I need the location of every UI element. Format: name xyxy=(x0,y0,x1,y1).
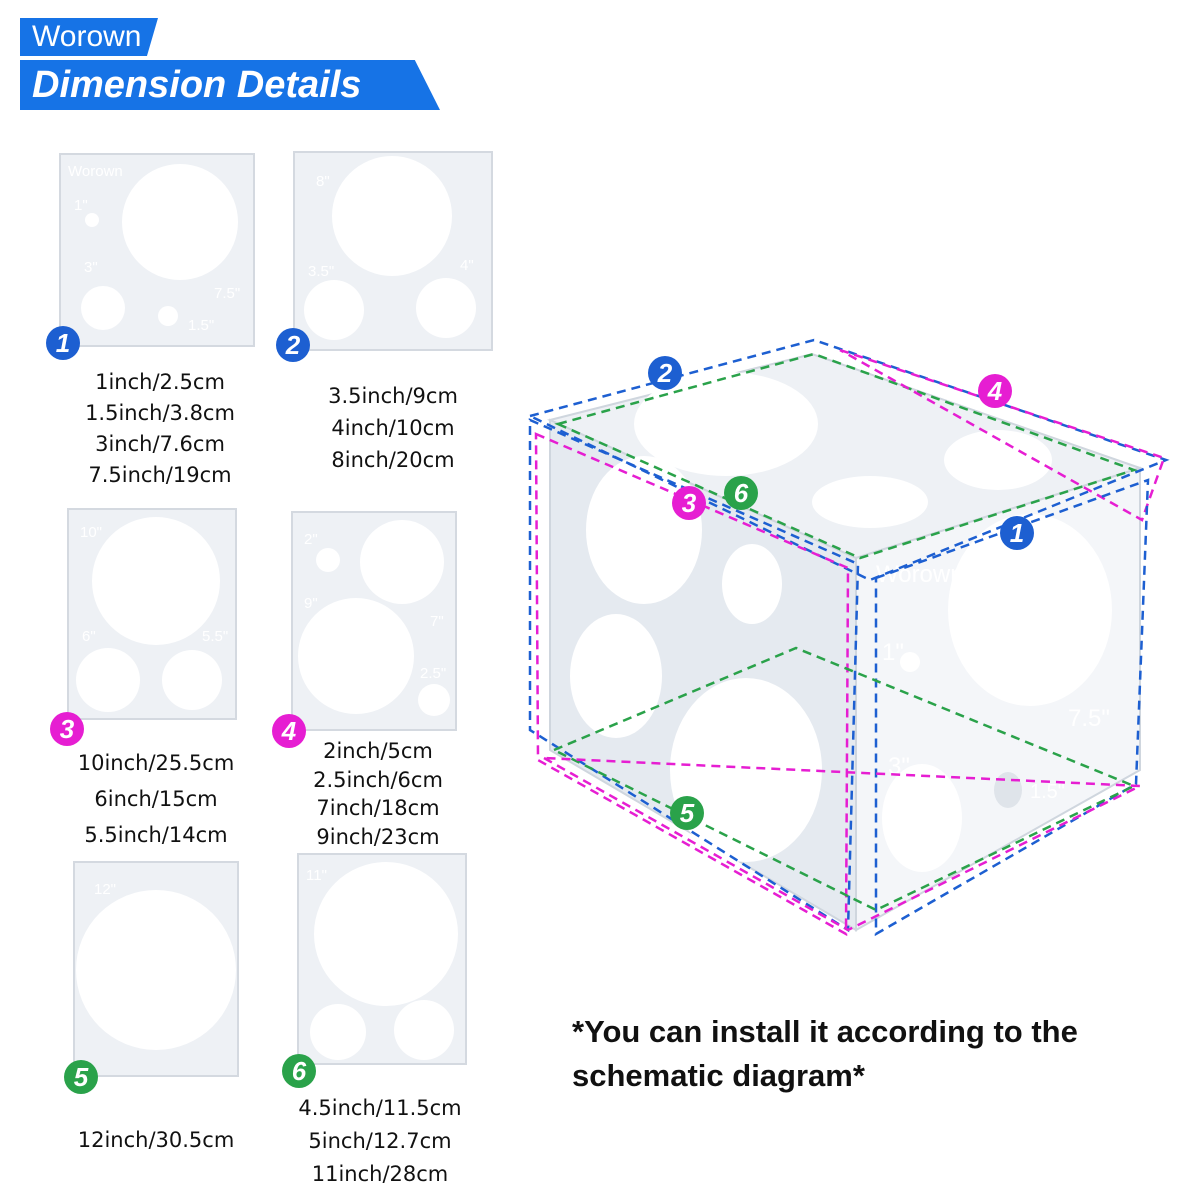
cube-badge-2: 2 xyxy=(648,356,682,390)
dimension-text: 3inch/7.6cm xyxy=(95,432,225,456)
hole-label: 2" xyxy=(304,531,318,548)
dimension-text: 2.5inch/6cm xyxy=(313,767,443,792)
hole-label: 7" xyxy=(430,613,444,630)
dimension-text: 8inch/20cm xyxy=(331,448,455,472)
cube-badge-6: 6 xyxy=(724,476,758,510)
dimension-text: 7inch/18cm xyxy=(316,796,440,820)
panel-dimensions-4: 2inch/5cm 2.5inch/6cm 7inch/18cm 9inch/2… xyxy=(278,737,478,851)
cube-badge-3: 3 xyxy=(672,486,706,520)
panel-dimensions-2: 3.5inch/9cm 4inch/10cm 8inch/20cm xyxy=(290,380,496,476)
panel-1-outline xyxy=(874,478,1150,937)
panel-number-badge-5: 5 xyxy=(64,1060,98,1094)
hole-label: 1.5" xyxy=(188,317,214,334)
page-title: Dimension Details xyxy=(20,60,440,110)
cube-badge-4: 4 xyxy=(978,374,1012,408)
panel-dimensions-1: 1inch/2.5cm 1.5inch/3.8cm 3inch/7.6cm 7.… xyxy=(60,367,260,491)
face-label: 8" xyxy=(766,400,786,425)
dimension-text: 4inch/10cm xyxy=(331,416,455,440)
dimension-text: 6inch/15cm xyxy=(94,787,218,811)
hole-label: 4" xyxy=(460,257,474,274)
panel-number-badge-3: 3 xyxy=(50,712,84,746)
template-panel-3: 10" 6" 5.5" xyxy=(64,505,240,723)
dimension-text: 12inch/30.5cm xyxy=(77,1128,235,1152)
panel-bottom-magenta-outline xyxy=(543,756,1141,932)
brand-tag: Worown xyxy=(20,18,158,56)
hole-label: 1" xyxy=(74,197,88,214)
dimension-text: 11inch/28cm xyxy=(311,1162,449,1186)
cube-badge-5: 5 xyxy=(670,796,704,830)
template-panel-2: 8" 3.5" 4" xyxy=(290,148,496,354)
panel-dimensions-6: 4.5inch/11.5cm 5inch/12.7cm 11inch/28cm xyxy=(270,1092,490,1191)
dimension-text: 7.5inch/19cm xyxy=(88,463,232,487)
brand-mark: Worown xyxy=(68,163,123,180)
dimension-text: 5inch/12.7cm xyxy=(308,1129,452,1153)
panel-2-outline xyxy=(526,338,1170,582)
hole-label: 3.5" xyxy=(308,263,334,280)
hole-label: 5.5" xyxy=(202,628,228,645)
dimension-text: 1inch/2.5cm xyxy=(95,370,225,394)
face-label: 1.5" xyxy=(1030,781,1065,803)
template-panel-1: Worown 1" 3" 7.5" 1.5" xyxy=(56,150,258,350)
hole-label: 12" xyxy=(94,881,116,898)
installation-note: *You can install it according to the sch… xyxy=(572,1014,1078,1093)
cube-badge-1: 1 xyxy=(1000,516,1034,550)
template-panel-6: 11" xyxy=(294,850,470,1068)
panel-number-badge-6: 6 xyxy=(282,1054,316,1088)
hole-label: 2.5" xyxy=(420,665,446,682)
hole-label: 7.5" xyxy=(214,285,240,302)
template-panel-5: 12" xyxy=(70,858,242,1080)
face-label: 7.5" xyxy=(1068,705,1110,732)
dimension-text: 4.5inch/11.5cm xyxy=(298,1096,462,1120)
hole-label: 3" xyxy=(84,259,98,276)
dimension-text: 10inch/25.5cm xyxy=(77,751,235,775)
assembled-cube-diagram: Worown 1" 3" 7.5" 1.5" 8" xyxy=(520,330,1180,950)
hole-label: 9" xyxy=(304,595,318,612)
dimension-text: 9inch/23cm xyxy=(316,824,440,849)
hole-label: 11" xyxy=(306,867,327,884)
panel-dimensions-5: 12inch/30.5cm xyxy=(56,1124,256,1156)
hole-label: 8" xyxy=(316,173,330,190)
hole-label: 6" xyxy=(82,628,96,645)
dimension-text: 2inch/5cm xyxy=(323,739,433,763)
panel-number-badge-4: 4 xyxy=(272,714,306,748)
panel-number-badge-2: 2 xyxy=(276,328,310,362)
dimension-text: 3.5inch/9cm xyxy=(328,384,458,408)
panel-dimensions-3: 10inch/25.5cm 6inch/15cm 5.5inch/14cm xyxy=(56,745,256,853)
brand-mark: Worown xyxy=(876,561,964,588)
panel-6-outline xyxy=(554,352,1138,560)
template-panel-4: 2" 9" 7" 2.5" xyxy=(288,508,460,734)
hole-label: 10" xyxy=(80,524,102,541)
panel-3-outline xyxy=(534,432,850,937)
face-label: 1" xyxy=(882,639,904,666)
panel-number-badge-1: 1 xyxy=(46,326,80,360)
dimension-text: 5.5inch/14cm xyxy=(84,823,228,847)
dimension-text: 1.5inch/3.8cm xyxy=(85,401,235,425)
